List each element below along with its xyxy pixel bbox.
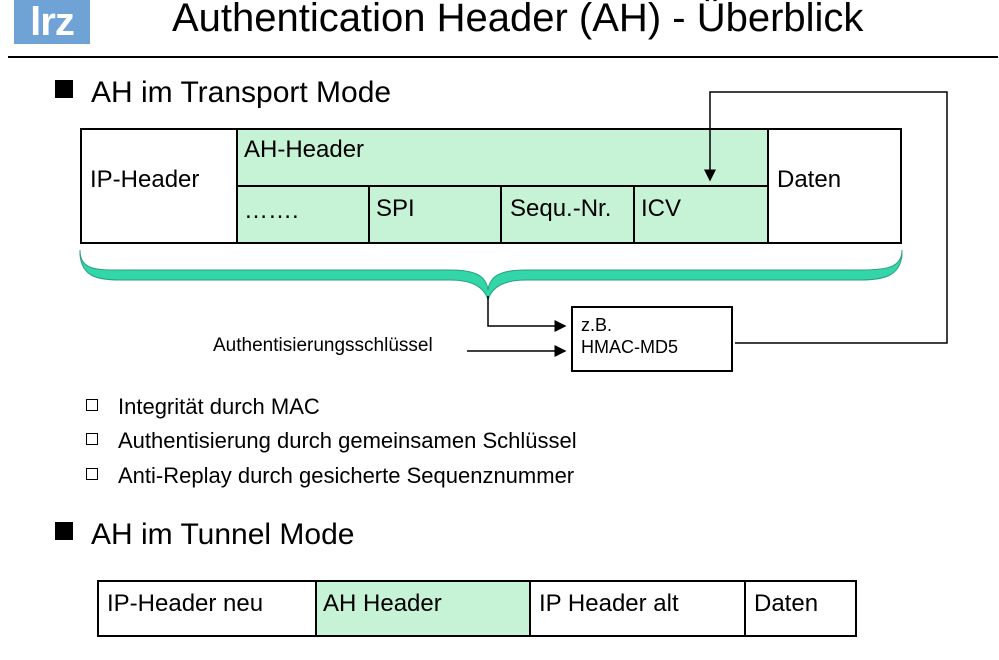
title-divider — [8, 56, 998, 58]
transport-heading-text: AH im Transport Mode — [91, 76, 392, 109]
coverage-brace — [79, 249, 903, 302]
ah-header-label: AH-Header — [244, 136, 365, 163]
daten-cell: Daten — [767, 128, 902, 244]
lrz-logo: lrz — [14, 0, 90, 44]
bullet-item: Integrität durch MAC — [86, 394, 320, 420]
ah-field-dots: ……. — [238, 187, 370, 242]
tunnel-cell-ip-header-alt: IP Header alt — [529, 580, 746, 637]
hmac-to-icv-arrow — [704, 91, 948, 344]
ah-field-icv: ICV — [641, 195, 682, 222]
daten-label: Daten — [777, 166, 842, 193]
section-heading-tunnel: AH im Tunnel Mode — [55, 518, 354, 552]
tunnel-cell-ip-header-neu: IP-Header neu — [97, 580, 317, 637]
section-heading-transport: AH im Transport Mode — [55, 76, 391, 110]
brace-to-hmac-arrow — [487, 296, 567, 332]
ip-header-label: IP-Header — [90, 166, 200, 193]
authentication-key-label: Authentisierungsschlüssel — [213, 335, 433, 356]
tunnel-cell-daten: Daten — [744, 580, 857, 637]
ah-field-spi: SPI — [370, 187, 502, 242]
square-bullet-icon — [55, 80, 73, 98]
page-title: Authentication Header (AH) - Überblick — [172, 0, 864, 40]
bullet-item: Anti-Replay durch gesicherte Sequenznumm… — [86, 463, 574, 489]
square-bullet-icon — [55, 522, 73, 540]
ah-inner-divider — [238, 185, 767, 187]
bullet-item: Authentisierung durch gemeinsamen Schlüs… — [86, 428, 577, 454]
checkbox-bullet-icon — [86, 468, 98, 480]
hmac-box: z.B. HMAC-MD5 — [571, 306, 733, 372]
tunnel-heading-text: AH im Tunnel Mode — [91, 518, 355, 551]
hmac-line-2: HMAC-MD5 — [581, 337, 678, 357]
ah-field-seq: Sequ.-Nr. — [502, 187, 635, 242]
tunnel-cell-ah-header: AH Header — [315, 580, 531, 637]
hmac-line-1: z.B. — [581, 315, 613, 335]
checkbox-bullet-icon — [86, 433, 98, 445]
checkbox-bullet-icon — [86, 399, 98, 411]
